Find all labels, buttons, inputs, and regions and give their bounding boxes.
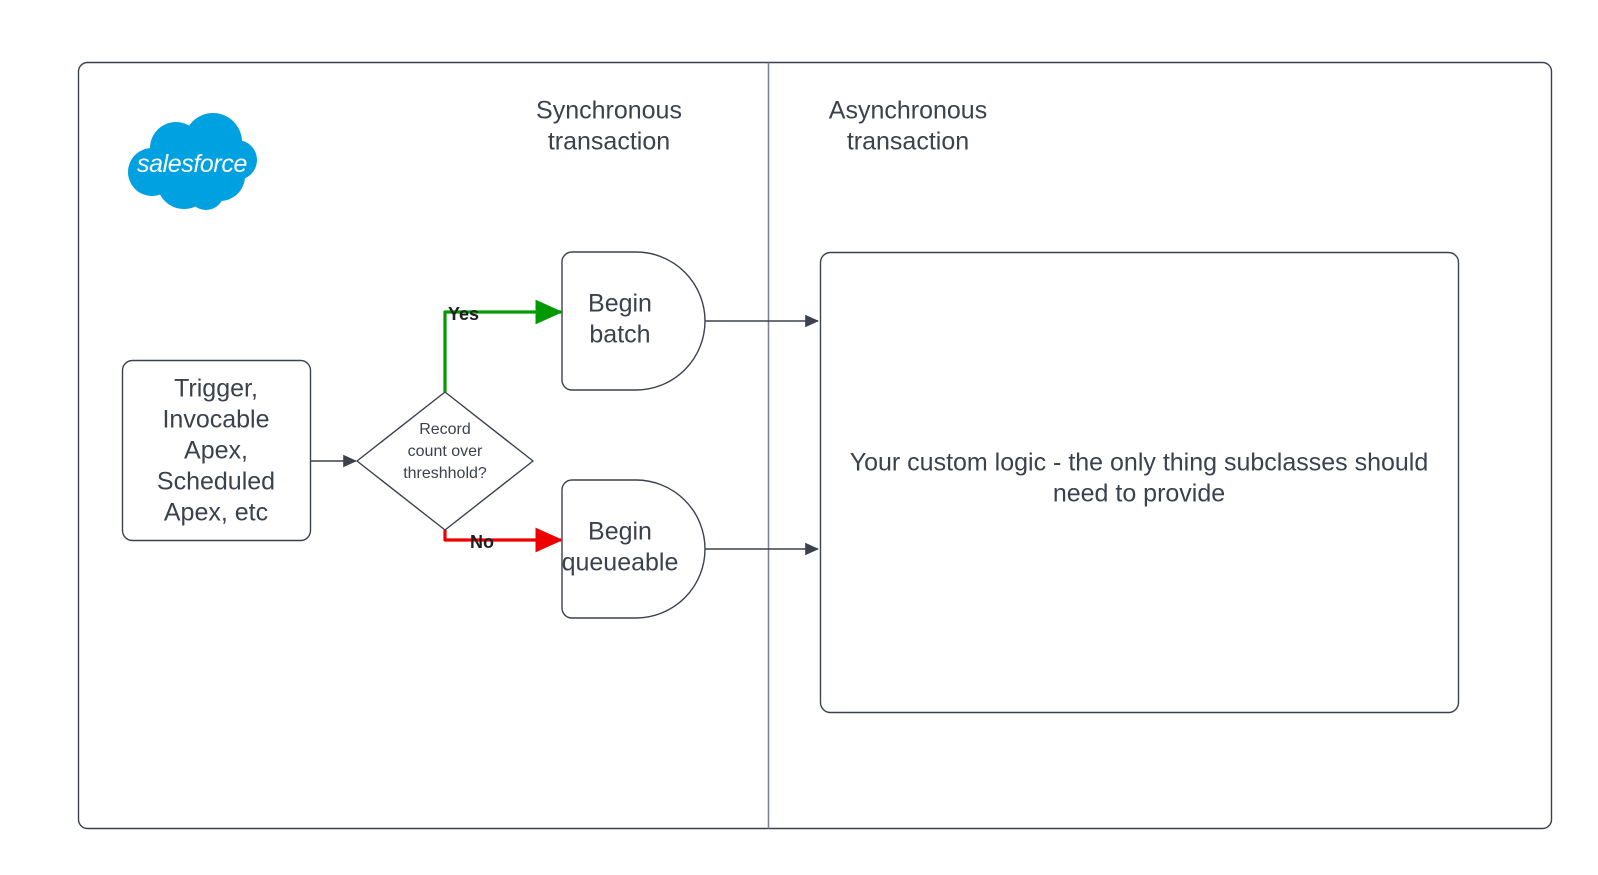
trigger-label-line1: Trigger, — [174, 375, 258, 403]
node-begin-queueable[interactable]: Begin queueable — [561, 479, 706, 619]
trigger-box[interactable] — [121, 359, 312, 542]
trigger-label-line4: Scheduled — [157, 468, 275, 496]
begin-queueable-shape[interactable] — [561, 479, 706, 619]
node-decision[interactable]: Record count over threshhold? — [356, 391, 534, 531]
begin-batch-label-line1: Begin — [588, 290, 652, 318]
decision-label-line1: Record — [419, 421, 471, 438]
node-trigger[interactable]: Trigger, Invocable Apex, Scheduled Apex,… — [121, 359, 312, 542]
begin-batch-shape[interactable] — [561, 251, 706, 391]
node-custom-logic[interactable]: Your custom logic - the only thing subcl… — [819, 251, 1460, 714]
begin-queueable-label-line1: Begin — [588, 518, 652, 546]
custom-logic-label-line2: need to provide — [1053, 480, 1225, 508]
node-begin-batch[interactable]: Begin batch — [561, 251, 706, 391]
trigger-label-line5: Apex, etc — [164, 499, 268, 527]
salesforce-wordmark: salesforce — [137, 150, 247, 178]
custom-logic-box[interactable] — [819, 251, 1460, 714]
begin-batch-label-line2: batch — [589, 321, 650, 349]
custom-logic-label-line1: Your custom logic - the only thing subcl… — [850, 449, 1429, 477]
begin-queueable-label-line2: queueable — [562, 549, 679, 577]
lane-title-synchronous-line1: Synchronous — [536, 97, 682, 125]
cloud-icon — [128, 113, 257, 210]
lane-title-asynchronous-line2: transaction — [847, 128, 969, 156]
edge-label-no: No — [470, 532, 494, 552]
trigger-label-line2: Invocable — [162, 406, 269, 434]
lane-title-synchronous-line2: transaction — [548, 128, 670, 156]
trigger-label-line3: Apex, — [184, 437, 248, 465]
lane-title-asynchronous-line1: Asynchronous — [829, 97, 987, 125]
edge-decision-no — [443, 527, 563, 553]
decision-label-line2: count over — [408, 443, 483, 460]
edge-label-yes: Yes — [448, 304, 479, 324]
salesforce-logo: salesforce — [128, 113, 257, 210]
decision-label-line3: threshhold? — [403, 465, 487, 482]
edge-decision-yes — [443, 299, 563, 392]
